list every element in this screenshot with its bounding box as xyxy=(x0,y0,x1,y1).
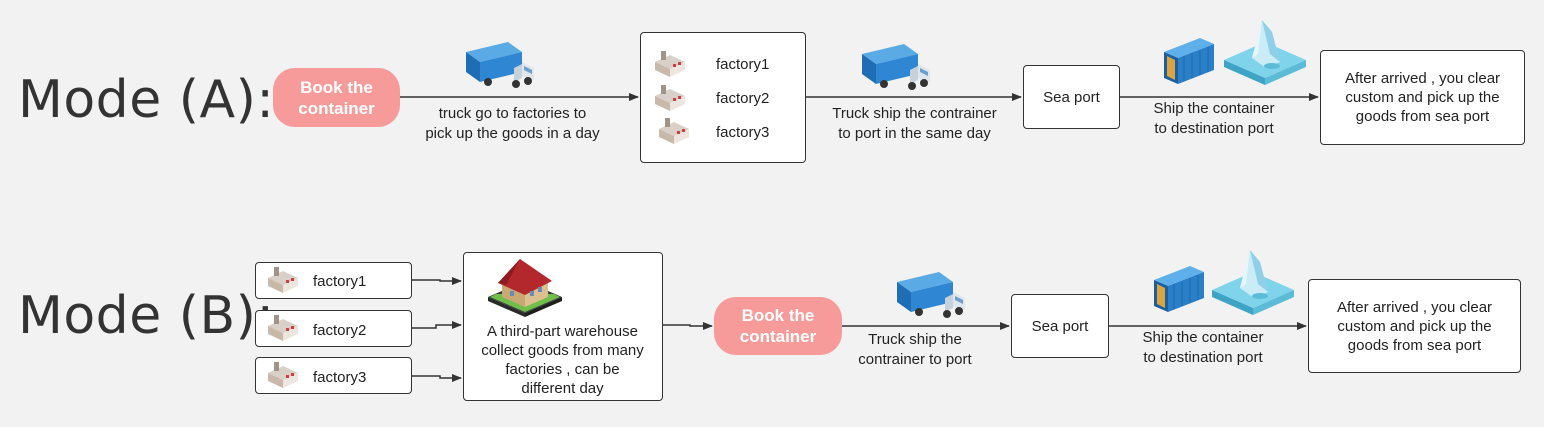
warehouse-box: A third-part warehouse collect goods fro… xyxy=(463,252,663,401)
ship-caption-b: Truck ship the contrainer to port xyxy=(840,330,990,370)
iceberg-icon xyxy=(1212,250,1294,315)
ship-caption-b-line2: contrainer to port xyxy=(858,351,972,368)
factory-icon xyxy=(268,267,298,293)
warehouse-line1: A third-part warehouse xyxy=(487,323,638,340)
truck-caption-a-line2: pick up the goods in a day xyxy=(425,125,600,142)
factory3-label-a: factory3 xyxy=(716,124,770,141)
factory-icon xyxy=(655,85,685,111)
ship-caption-a-line1: Truck ship the contrainer xyxy=(832,105,997,122)
shipping-container-icon xyxy=(1164,38,1214,84)
final-a-line2: custom and pick up the xyxy=(1345,89,1500,106)
arrow-factory1-to-warehouse xyxy=(412,277,462,285)
factory1-label-b: factory1 xyxy=(313,273,367,290)
factory3-label-b: factory3 xyxy=(313,369,367,386)
arrow-warehouse-to-book xyxy=(662,322,713,330)
factories-box-a: factory1 factory2 factory3 xyxy=(640,32,806,163)
warehouse-line2: collect goods from many xyxy=(481,342,644,359)
final-a-line1: After arrived , you clear xyxy=(1344,70,1501,87)
truck-caption-a-line1: truck go to factories to xyxy=(438,105,587,122)
final-b-line2: custom and pick up the xyxy=(1337,317,1492,335)
final-b-line3: goods from sea port xyxy=(1347,336,1482,354)
final-box-a: After arrived , you clear custom and pic… xyxy=(1320,50,1525,145)
ship-caption-b-line1: Truck ship the xyxy=(868,331,962,348)
arrow-factory2-to-warehouse xyxy=(412,321,462,329)
factory-icon xyxy=(268,315,298,341)
dest-caption-b-line2: to destination port xyxy=(1143,349,1263,366)
book-container-b-label: Book the container xyxy=(739,306,817,346)
mode-b-label: Mode (B): xyxy=(18,286,275,346)
dest-caption-a-line2: to destination port xyxy=(1154,120,1274,137)
truck-icon xyxy=(466,42,534,88)
factory1-label-a: factory1 xyxy=(716,56,770,73)
factory-icon xyxy=(659,118,689,144)
dest-caption-b-line1: Ship the container xyxy=(1142,329,1264,346)
warehouse-icon xyxy=(488,259,562,317)
dest-caption-a-line1: Ship the container xyxy=(1153,100,1275,117)
factory2-box-b: factory2 xyxy=(255,310,412,347)
factory1-box-b: factory1 xyxy=(255,262,412,299)
final-a-line3: goods from sea port xyxy=(1355,108,1490,125)
book-container-b: Book the container xyxy=(714,297,842,355)
arrow-factory3-to-warehouse xyxy=(412,374,462,382)
seaport-label-a: Sea port xyxy=(1043,88,1100,106)
book-container-a: Book the container xyxy=(273,68,400,127)
ship-caption-a: Truck ship the contrainer to port in the… xyxy=(812,104,1017,144)
final-box-b: After arrived , you clear custom and pic… xyxy=(1308,279,1521,373)
factory2-label-a: factory2 xyxy=(716,90,770,107)
truck-icon xyxy=(897,272,965,318)
seaport-box-b: Sea port xyxy=(1011,294,1109,358)
seaport-box-a: Sea port xyxy=(1023,65,1120,129)
factory3-box-b: factory3 xyxy=(255,357,412,394)
factory-icon xyxy=(268,362,298,388)
factory2-label-b: factory2 xyxy=(313,322,367,339)
book-container-a-label: Book the container xyxy=(298,77,375,118)
seaport-label-b: Sea port xyxy=(1031,317,1089,335)
truck-icon xyxy=(862,44,930,90)
factory-icon xyxy=(655,51,685,77)
truck-caption-a: truck go to factories to pick up the goo… xyxy=(395,104,630,144)
iceberg-icon xyxy=(1224,20,1306,85)
warehouse-text: A third-part warehouse collect goods fro… xyxy=(464,322,661,398)
warehouse-line4: different day xyxy=(521,380,604,397)
shipping-container-icon xyxy=(1154,266,1204,312)
final-b-line1: After arrived , you clear xyxy=(1336,298,1493,316)
mode-a-label: Mode (A): xyxy=(18,70,275,130)
dest-caption-b: Ship the container to destination port xyxy=(1113,328,1293,368)
warehouse-line3: factories , can be xyxy=(505,361,620,378)
dest-caption-a: Ship the container to destination port xyxy=(1124,99,1304,139)
ship-caption-a-line2: to port in the same day xyxy=(838,125,991,142)
